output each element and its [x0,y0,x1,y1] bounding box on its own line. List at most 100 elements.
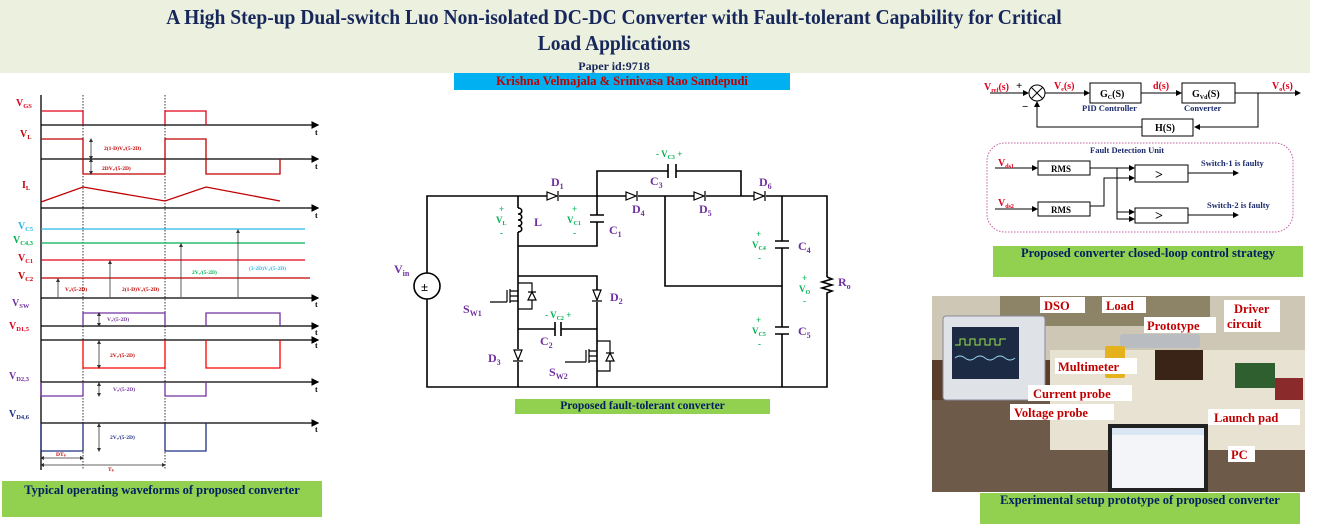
label-hs: H(S) [1155,123,1175,134]
svg-text:RMS: RMS [1051,164,1071,174]
svg-text:>: > [1155,209,1163,224]
driver-board [1235,363,1275,388]
vsw-waveform [82,312,281,326]
launch-pad-board [1275,378,1303,400]
label-vsw: VSW [12,298,30,310]
label-prototype: Prototype [1147,319,1200,333]
control-labels: Vref(s) + − Ve(s) d(s) Vo(s) GC(S) GVd(S… [984,80,1293,224]
label-c1: C1 [609,223,622,239]
svg-text:+: + [572,204,577,214]
diode-d6 [753,191,766,201]
label-gvd: GVd(S) [1192,89,1220,101]
load-resistor [819,276,835,296]
il-waveform [40,186,281,203]
svg-text:-: - [803,296,806,306]
waveform-annotations: 2(1-D)Vₒ/(5-2D) 2DVₒ/(5-2D) Vₒ/(5-2D) 2(… [56,145,286,473]
label-ro: Ro [838,275,851,291]
converter-label: Converter [1184,103,1222,113]
vd46-annotation: 2Vₒ/(5-2D) [110,434,135,441]
vl-low-annotation: 2DVₒ/(5-2D) [102,165,131,172]
switch-sw1 [490,282,537,310]
pid-controller-label: PID Controller [1082,103,1137,113]
label-d1: D1 [551,175,564,191]
svg-text:-: - [573,228,576,238]
label-vd46: VD4,6 [9,409,30,421]
poster-title: A High Step-up Dual-switch Luo Non-isola… [43,4,1185,56]
label-vds2: Vds2 [998,198,1014,210]
converter-schematic: ± [413,164,835,388]
label-pc: PC [1231,448,1248,462]
fault-unit-title: Fault Detection Unit [1090,145,1164,155]
label-c5: C5 [798,324,811,340]
label-d5: D5 [699,202,712,218]
waveforms-caption: Typical operating waveforms of proposed … [2,481,322,517]
inductor-l [517,207,523,233]
vc1-annotation: 2(1-D)Vₒ/(5-2D) [122,286,159,293]
label-voltage-probe: Voltage probe [1014,406,1088,420]
label-vc2: - VC2 + [545,310,571,322]
svg-text:+: + [1016,80,1022,92]
fault-detection-box [986,142,1294,233]
title-line-1: A High Step-up Dual-switch Luo Non-isola… [166,5,1062,29]
label-ds: d(s) [1153,81,1169,92]
vd23-waveform [40,382,207,397]
label-vc1: VC1 [567,215,581,227]
svg-text:t: t [315,211,318,220]
label-vc5: VC5 [752,326,766,338]
label-vref: Vref(s) [984,82,1009,94]
vd15-waveform [82,340,281,369]
control-caption: Proposed converter closed-loop control s… [993,246,1303,277]
svg-text:-: - [758,339,761,349]
vc2-annotation: Vₒ/(5-2D) [65,286,87,293]
capacitors [554,164,789,336]
diode-d3 [513,349,523,362]
vgs-waveform [41,110,207,125]
vd46-waveform [40,423,207,452]
diode-d4 [625,191,638,201]
label-vl: VL [20,129,32,141]
label-vc2: VC2 [18,271,33,283]
wire-c1-c3 [518,170,742,247]
switch-sw2 [565,340,615,372]
circuit-caption: Proposed fault-tolerant converter [515,399,770,414]
authors: Krishna Velmajala & Srinivasa Rao Sandep… [454,73,790,90]
vc43-annotation: 2Vₒ/(5-2D) [192,269,217,276]
rms-block-2 [1037,201,1091,217]
label-vo: Vo(s) [1272,81,1293,93]
label-vo: VO [799,284,811,296]
svg-text:t: t [315,128,318,137]
diodes [513,191,766,362]
wire-d2-c2 [518,275,598,387]
wire-output [664,196,783,387]
paper-id: Paper id:9718 [578,59,650,73]
vd23-annotation: Vₒ/(5-2D) [113,386,135,393]
prototype-board [1155,350,1203,380]
control-diagram [986,82,1301,233]
vl-high-annotation: 2(1-D)Vₒ/(5-2D) [104,145,141,152]
label-l: L [534,215,542,229]
waveform-labels: VGS VL IL VC5 VC4,3 VC1 VC2 VSW VD1,5 VD… [9,98,34,421]
waveform-axes [41,121,320,427]
label-vl: VL [496,215,507,227]
label-load: Load [1106,299,1134,313]
svg-text:+: + [756,229,761,239]
setup-caption: Experimental setup prototype of proposed… [980,493,1300,524]
switch2-faulty-label: Switch-2 is faulty [1207,200,1271,210]
vd15-annotation: 2Vₒ/(5-2D) [110,352,135,359]
svg-text:t: t [315,425,318,434]
label-sw2: SW2 [549,365,568,381]
label-circuit: circuit [1227,317,1262,331]
dts-annotation: DTₛ [56,452,67,458]
svg-text:t: t [315,300,318,309]
label-c2: C2 [540,334,553,350]
svg-text:t: t [315,328,318,337]
title-line-2: Load Applications [537,31,691,55]
label-ve: Ve(s) [1054,81,1074,93]
amplitude-arrows [40,138,240,467]
source-symbol: ± [421,279,428,294]
svg-text:t: t [315,385,318,394]
diode-d1 [546,191,559,201]
label-d6: D6 [759,175,772,191]
